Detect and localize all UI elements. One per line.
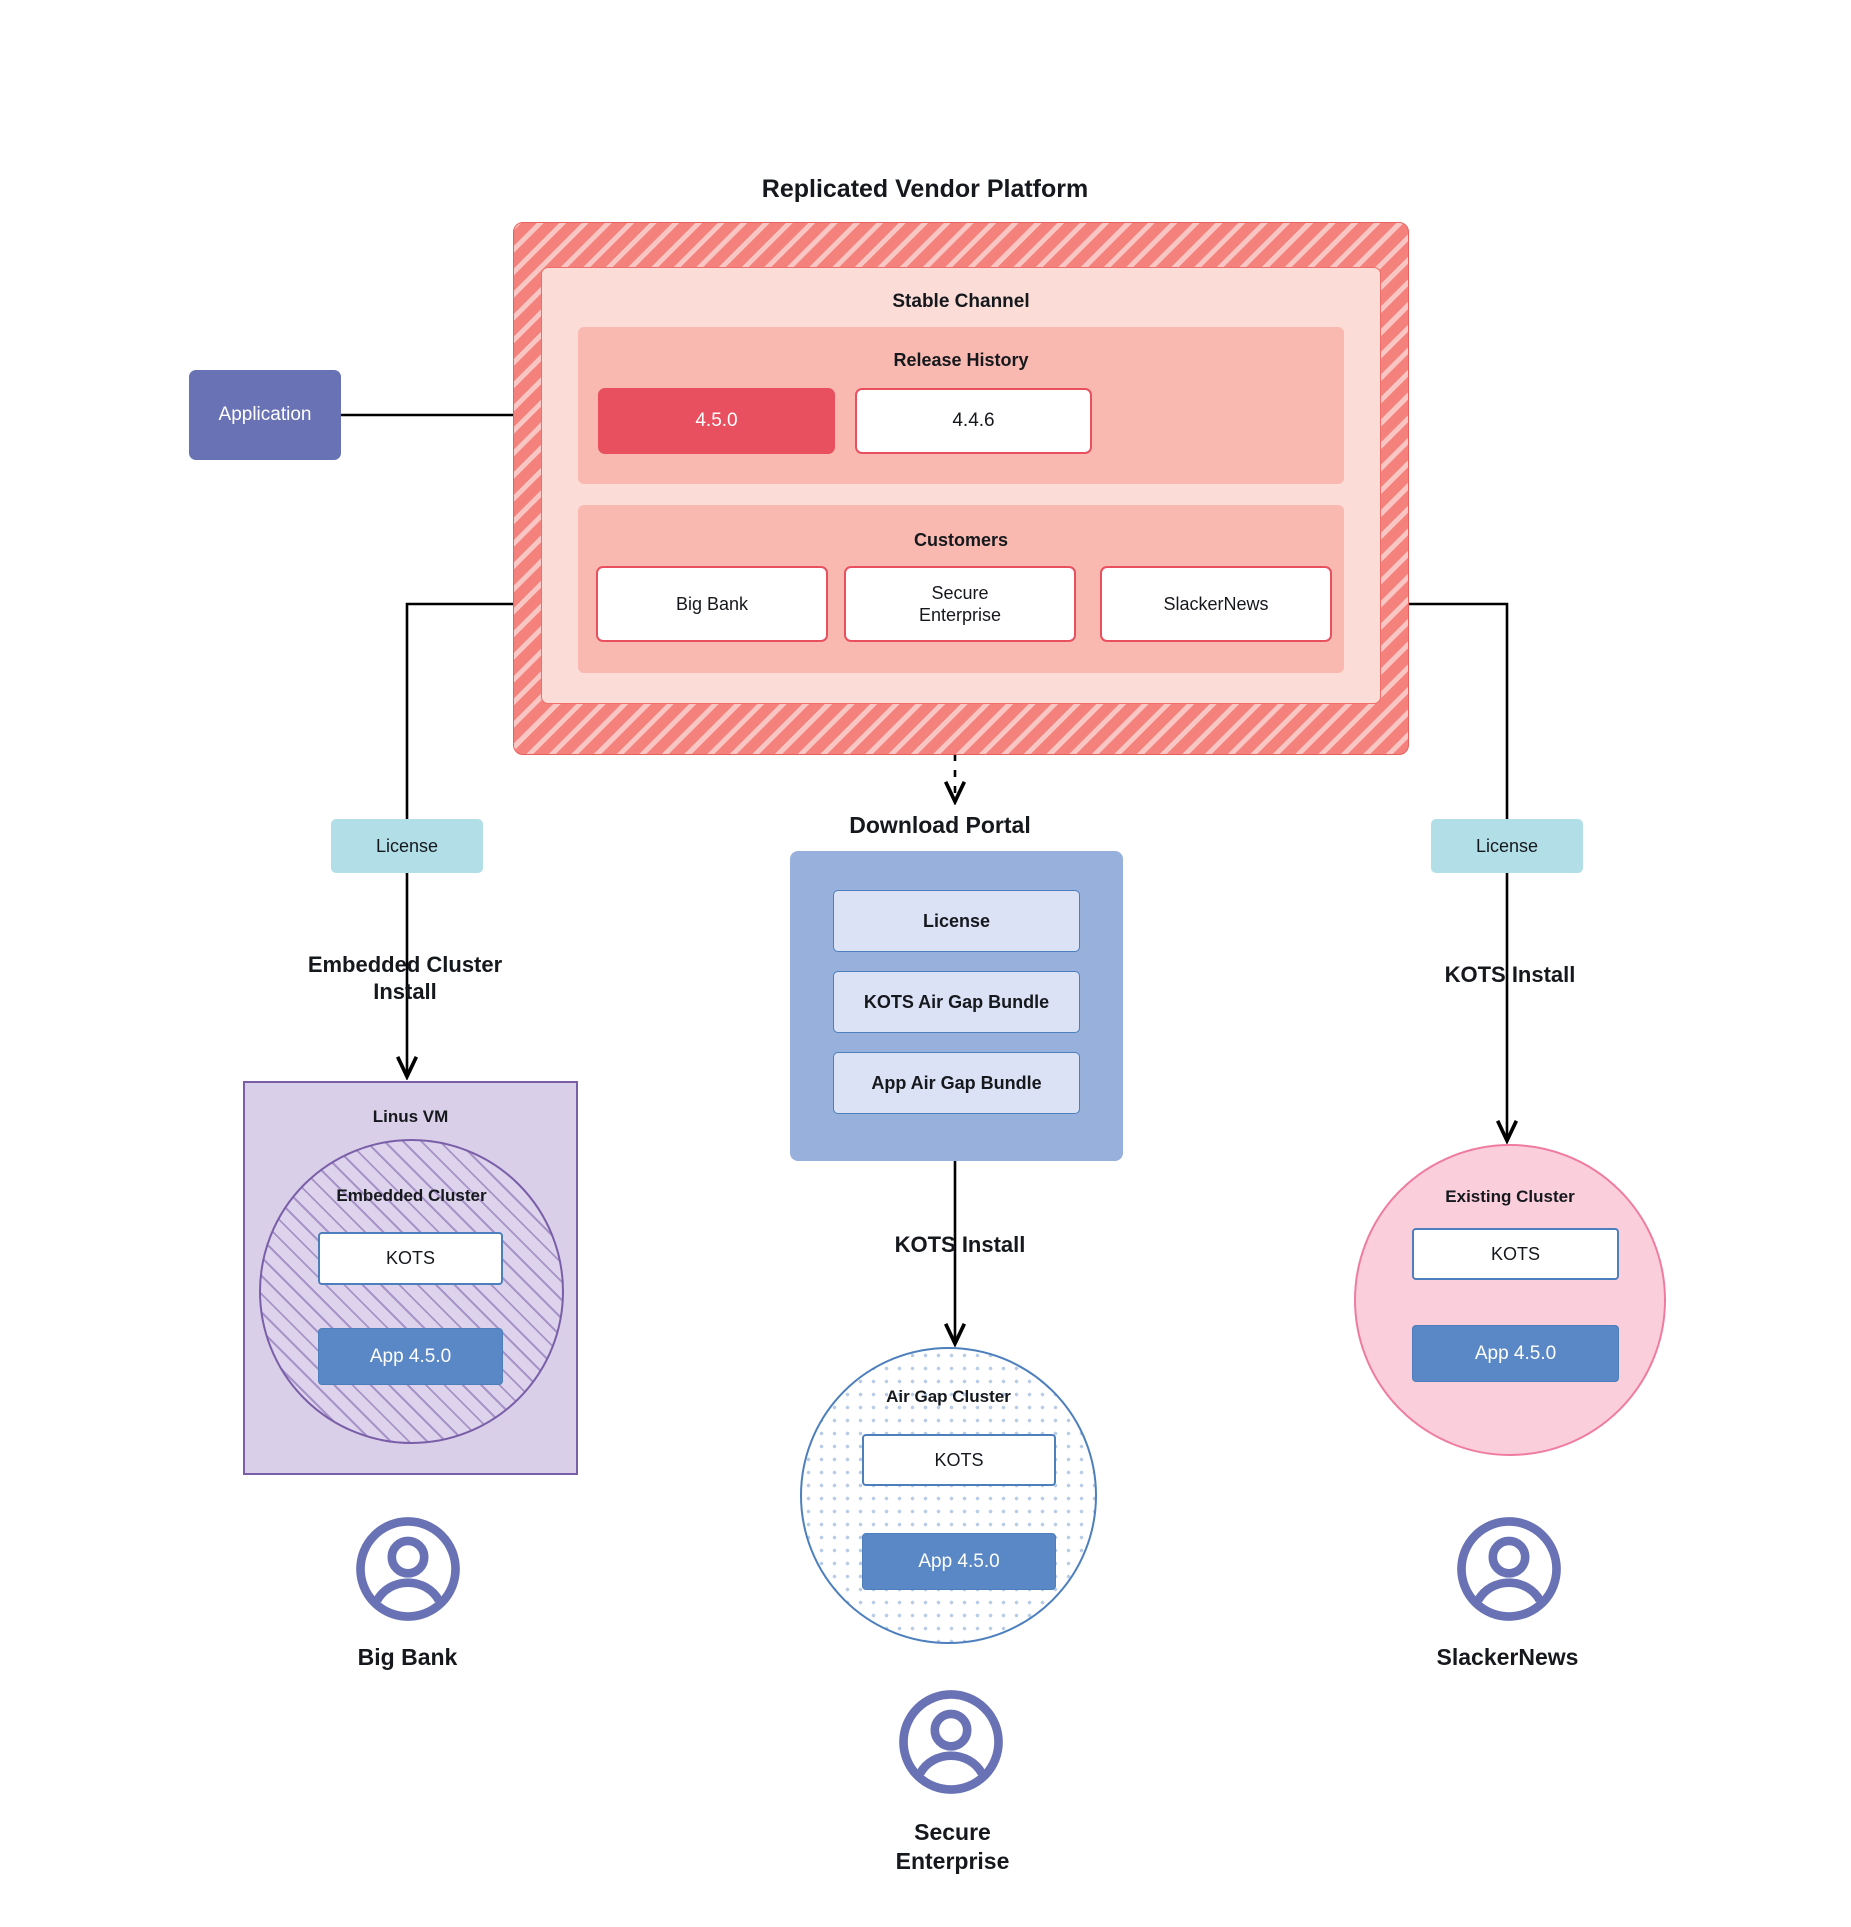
existing-cluster-label: Existing Cluster [1445,1187,1575,1207]
portal-item-app-air-gap-bundle[interactable]: App Air Gap Bundle [833,1052,1080,1114]
edge-label-kots-install-right: KOTS Install [1444,962,1576,988]
portal-item-kots-air-gap-bundle[interactable]: KOTS Air Gap Bundle [833,971,1080,1033]
customer-chip-big-bank[interactable]: Big Bank [596,566,828,642]
license-chip-right[interactable]: License [1431,819,1583,873]
persona-label-slackernews: SlackerNews [1436,1643,1579,1670]
app-box-middle[interactable]: App 4.5.0 [862,1533,1056,1590]
embedded-cluster-label: Embedded Cluster [336,1186,487,1206]
kots-box-right[interactable]: KOTS [1412,1228,1619,1280]
download-portal-title: Download Portal [849,811,1031,838]
release-version-current[interactable]: 4.5.0 [598,388,835,454]
user-avatar-icon [897,1688,1005,1796]
page-title: Replicated Vendor Platform [761,175,1089,204]
app-box-left[interactable]: App 4.5.0 [318,1328,503,1385]
customers-label: Customers [913,529,1009,550]
embedded-cluster-circle [259,1139,564,1444]
application-box[interactable]: Application [189,370,341,460]
release-history-label: Release History [893,349,1029,370]
linux-vm-label: Linus VM [372,1107,449,1127]
license-chip-left[interactable]: License [331,819,483,873]
portal-item-license[interactable]: License [833,890,1080,952]
customer-chip-slackernews[interactable]: SlackerNews [1100,566,1332,642]
app-box-right[interactable]: App 4.5.0 [1412,1325,1619,1382]
edge-label-kots-install-middle: KOTS Install [894,1232,1026,1258]
existing-cluster-circle [1354,1144,1666,1456]
user-avatar-icon [1455,1515,1563,1623]
stable-channel-label: Stable Channel [892,291,1030,313]
persona-label-big-bank: Big Bank [357,1643,458,1670]
air-gap-cluster-label: Air Gap Cluster [886,1387,1011,1407]
release-version-previous[interactable]: 4.4.6 [855,388,1092,454]
kots-box-left[interactable]: KOTS [318,1232,503,1285]
kots-box-middle[interactable]: KOTS [862,1434,1056,1486]
air-gap-cluster-circle [800,1347,1097,1644]
user-avatar-icon [354,1515,462,1623]
